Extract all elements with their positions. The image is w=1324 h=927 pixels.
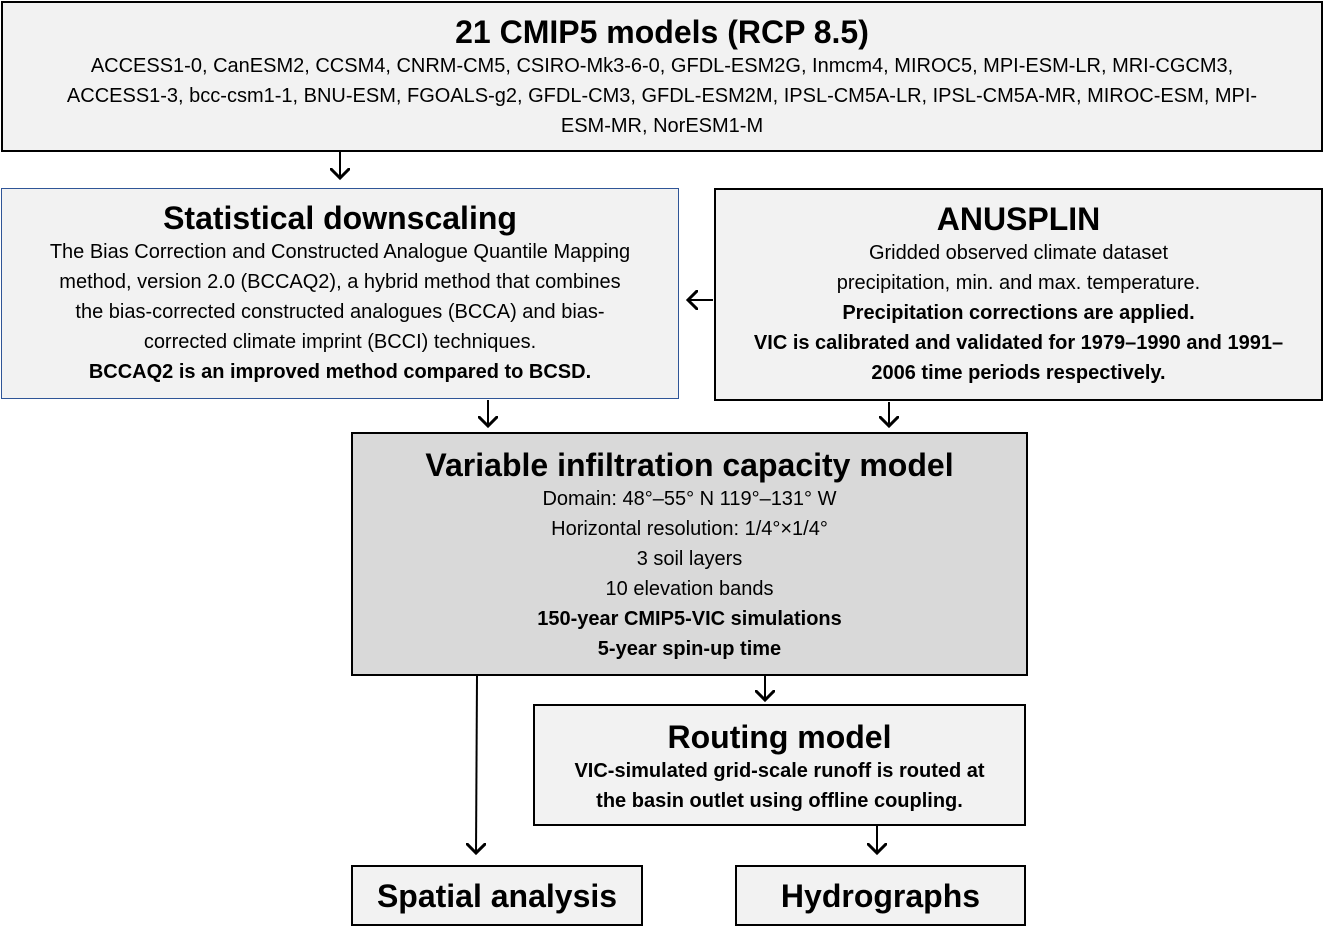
routing-note: the basin outlet using offline coupling. bbox=[596, 790, 963, 812]
vic-line: Domain: 48°–55° N 119°–131° W bbox=[542, 488, 837, 510]
downscaling-line: The Bias Correction and Constructed Anal… bbox=[49, 241, 631, 263]
routing-title: Routing model bbox=[667, 719, 892, 755]
routing-model-box: Routing model VIC-simulated grid-scale r… bbox=[533, 704, 1026, 826]
anusplin-note: VIC is calibrated and validated for 1979… bbox=[753, 332, 1284, 354]
vic-title: Variable infiltration capacity model bbox=[425, 447, 954, 483]
vic-line: Horizontal resolution: 1/4°×1/4° bbox=[551, 518, 828, 540]
spatial-analysis-box: Spatial analysis bbox=[351, 865, 643, 926]
vic-model-box: Variable infiltration capacity model Dom… bbox=[351, 432, 1028, 676]
downscaling-title: Statistical downscaling bbox=[163, 200, 517, 236]
arrow-vic-to-spatial bbox=[476, 675, 477, 853]
vic-line: 10 elevation bands bbox=[605, 578, 774, 600]
downscaling-line: method, version 2.0 (BCCAQ2), a hybrid m… bbox=[59, 271, 621, 293]
hydro-title: Hydrographs bbox=[780, 878, 981, 914]
downscaling-box: Statistical downscaling The Bias Correct… bbox=[1, 188, 679, 399]
anusplin-line: precipitation, min. and max. temperature… bbox=[836, 272, 1201, 294]
vic-note: 150-year CMIP5-VIC simulations bbox=[537, 608, 842, 630]
anusplin-line: Gridded observed climate dataset bbox=[868, 242, 1169, 264]
models-line: ACCESS1-3, bcc-csm1-1, BNU-ESM, FGOALS-g… bbox=[66, 85, 1258, 107]
anusplin-note: 2006 time periods respectively. bbox=[871, 362, 1166, 384]
downscaling-note: BCCAQ2 is an improved method compared to… bbox=[88, 361, 592, 383]
models-line: ACCESS1-0, CanESM2, CCSM4, CNRM-CM5, CSI… bbox=[90, 55, 1234, 77]
cmip5-models-box: 21 CMIP5 models (RCP 8.5) ACCESS1-0, Can… bbox=[1, 1, 1323, 152]
spatial-title: Spatial analysis bbox=[376, 878, 618, 914]
models-title: 21 CMIP5 models (RCP 8.5) bbox=[455, 14, 869, 50]
vic-note: 5-year spin-up time bbox=[597, 638, 782, 660]
hydrographs-box: Hydrographs bbox=[735, 865, 1026, 926]
anusplin-note: Precipitation corrections are applied. bbox=[842, 302, 1195, 324]
models-line: ESM-MR, NorESM1-M bbox=[560, 115, 764, 137]
vic-line: 3 soil layers bbox=[636, 548, 743, 570]
routing-note: VIC-simulated grid-scale runoff is route… bbox=[574, 760, 985, 782]
anusplin-box: ANUSPLIN Gridded observed climate datase… bbox=[714, 188, 1323, 401]
downscaling-line: corrected climate imprint (BCCI) techniq… bbox=[143, 331, 537, 353]
anusplin-title: ANUSPLIN bbox=[936, 201, 1101, 237]
downscaling-line: the bias-corrected constructed analogues… bbox=[75, 301, 605, 323]
